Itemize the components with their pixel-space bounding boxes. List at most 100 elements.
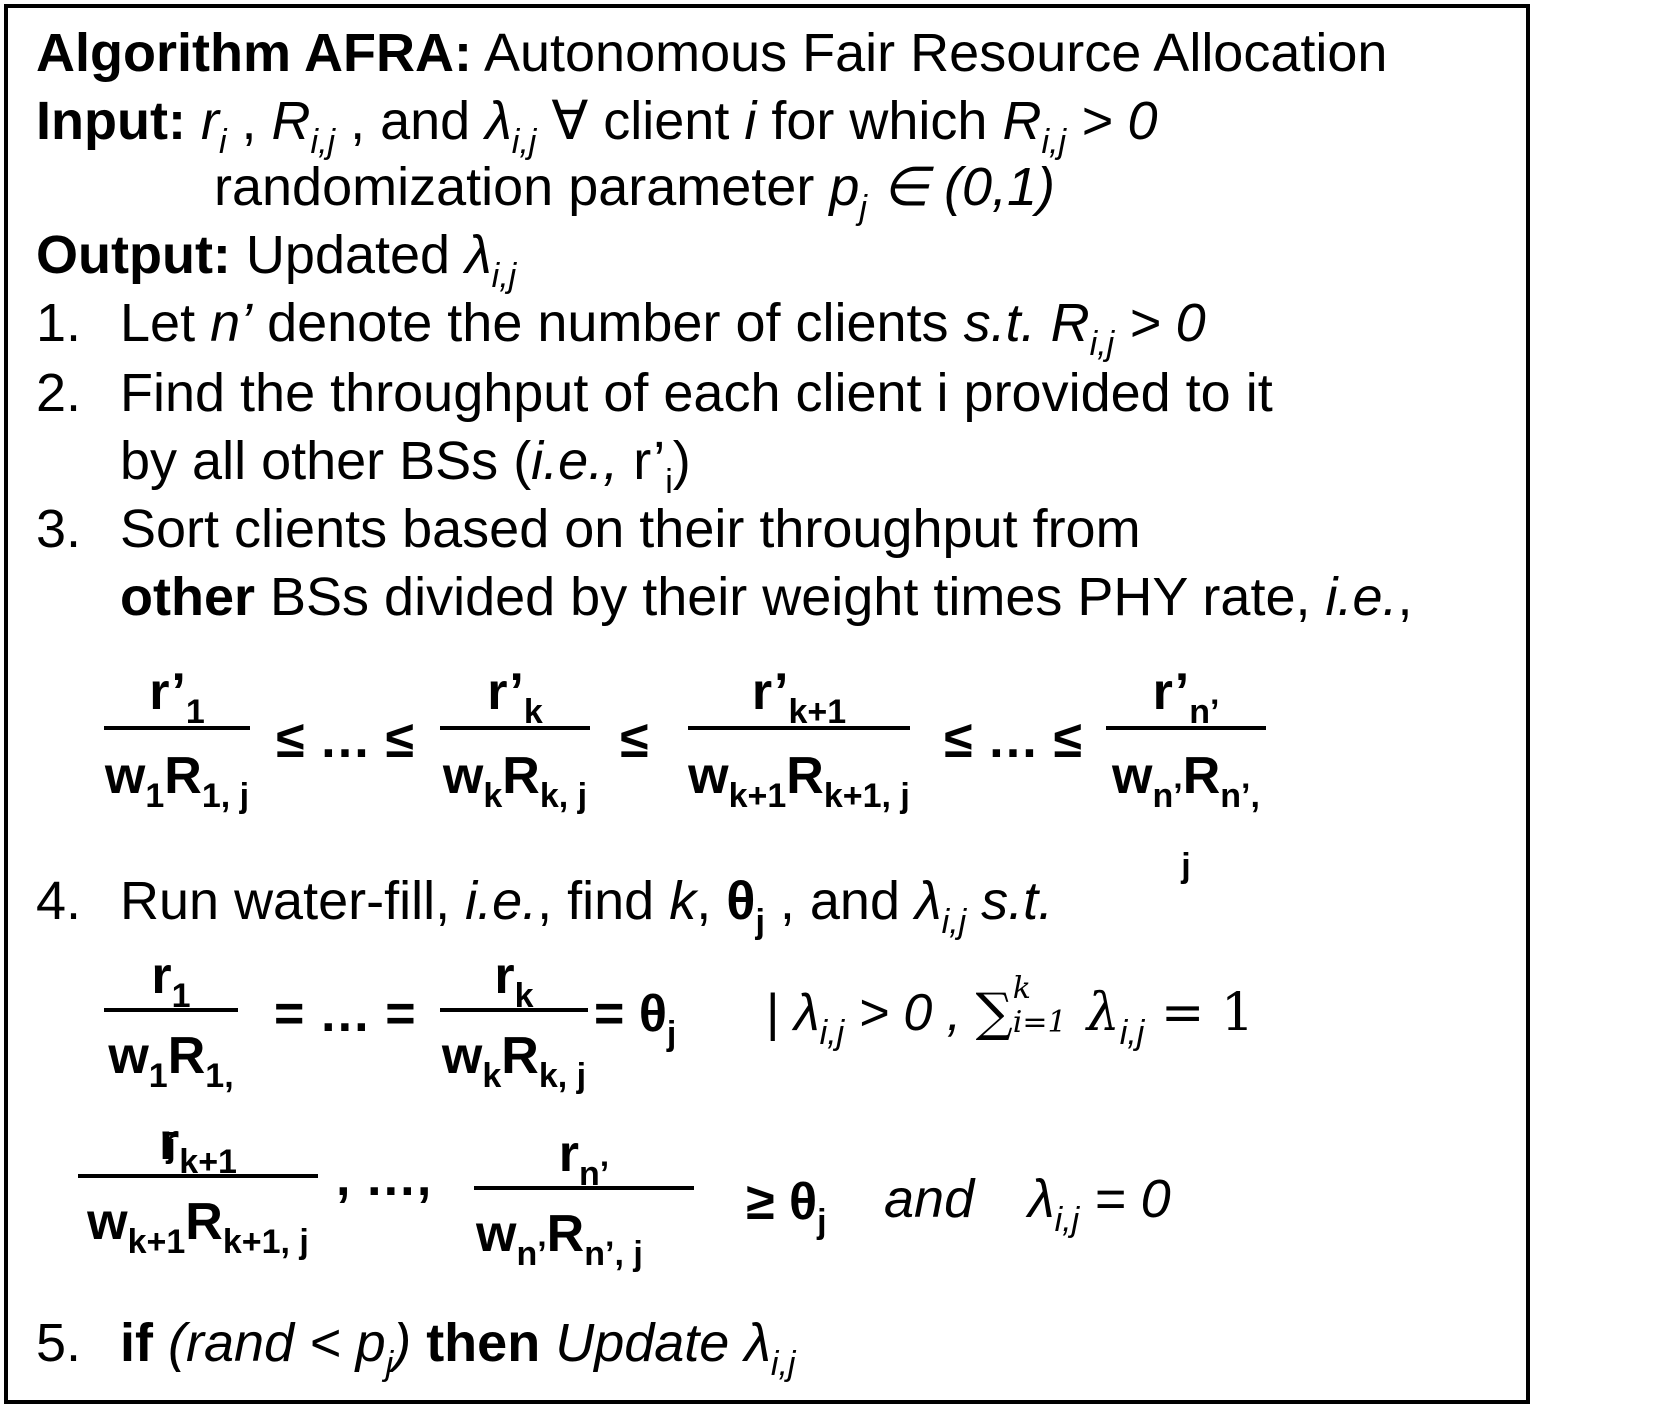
step-4-theta: θ: [726, 871, 756, 931]
input-forall: ∀ client: [536, 91, 745, 151]
step-4-k: k: [669, 871, 697, 931]
step-1-number: 1.: [36, 293, 82, 353]
eq2-f1-den2-sub: 1, j: [166, 1057, 234, 1165]
eq3-f2-num: r: [558, 1125, 580, 1183]
eq3-eq0: = 0: [1079, 1169, 1171, 1229]
input-for: for which: [756, 91, 1003, 151]
eq2-f1-den: w: [108, 1027, 149, 1085]
eq2-cond-lambda: λ: [793, 984, 820, 1042]
step-2-number: 2.: [36, 363, 82, 423]
step-5-update-sub: i,j: [770, 1345, 796, 1383]
eq3-f2-den2: R: [546, 1205, 585, 1263]
eq1-f4-num: r’: [1152, 663, 1190, 721]
eq1-f4-den-sub: n’: [1152, 777, 1183, 815]
eq3-lambda: λ: [1028, 1169, 1055, 1229]
step-1-c: > 0: [1114, 293, 1206, 353]
step-1-st: s.t. R: [963, 293, 1090, 353]
eq2-op-2-text: = θ: [594, 985, 667, 1043]
step-4-c: , and: [764, 871, 915, 931]
output-label: Output:: [36, 225, 231, 285]
step-4-st: s.t.: [966, 871, 1054, 931]
step-2-line-2: by all other BSs (i.e., r’i): [120, 434, 691, 499]
input-R-sub: i,j: [310, 123, 336, 161]
eq1-f1-den: w: [104, 747, 146, 805]
eq2-f1-num: r: [151, 947, 172, 1005]
step-4-b: , find: [537, 871, 670, 931]
eq3-f1-num: r: [159, 1113, 180, 1171]
algorithm-title-text: Autonomous Fair Resource Allocation: [483, 23, 1388, 83]
eq2-sum-sub-text: i=1: [1012, 1005, 1067, 1040]
eq1-f3-bar: [688, 726, 910, 730]
step-4-lambda-sub: i,j: [941, 903, 967, 941]
eq3-op-2-text: ≥ θ: [746, 1173, 818, 1231]
step-3-other: other: [120, 567, 255, 627]
step-4-ie: i.e.: [465, 871, 538, 931]
step-1-b: denote the number of clients: [252, 293, 964, 353]
step-4-theta-sub: j: [755, 903, 765, 941]
eq2-f2-den-sub: k: [482, 1057, 502, 1095]
eq1-fraction-3: r’k+1 wk+1Rk+1, j: [688, 662, 910, 822]
eq2-f2-den: w: [441, 1027, 483, 1085]
rand-p: p: [829, 157, 860, 217]
eq2-fraction-1: r1 w1R1, j: [104, 946, 238, 1165]
eq1-f2-den: w: [442, 747, 484, 805]
eq1-f2-den2-sub: k, j: [539, 777, 588, 815]
step-2-c: ): [672, 431, 691, 491]
eq1-f1-den2-sub: 1, j: [201, 777, 250, 815]
step-1-a: Let: [120, 293, 211, 353]
step-2-a: by all other BSs (: [120, 431, 532, 491]
eq3-op-1: , …,: [336, 1149, 432, 1207]
step-1-sub: i,j: [1089, 325, 1115, 363]
step-2-sub: i: [665, 463, 673, 501]
eq3-fraction-1: rk+1 wk+1Rk+1, j: [78, 1112, 318, 1272]
step-5-number: 5.: [36, 1313, 82, 1373]
input-gt: > 0: [1066, 91, 1158, 151]
input-r-sub: i: [218, 123, 227, 161]
eq1-f2-num: r’: [487, 663, 524, 721]
rand-range: ∈ (0,1): [866, 157, 1055, 217]
eq1-f3-den-sub: k+1: [728, 777, 787, 815]
input-lambda-sub: i,j: [511, 123, 537, 161]
eq3-f2-den-sub: n’: [516, 1235, 547, 1273]
eq1-f4-den: w: [1112, 747, 1153, 805]
eq1-f2-den2: R: [502, 747, 540, 805]
eq3-f2-den: w: [476, 1205, 517, 1263]
step-3-number: 3.: [36, 499, 82, 559]
input-line: Input: ri , Ri,j , and λi,j ∀ client i f…: [36, 94, 1158, 159]
eq2-f2-den2-sub: k, j: [538, 1057, 587, 1095]
eq1-f3-num: r’: [751, 663, 789, 721]
step-3-ie: i.e.: [1325, 567, 1398, 627]
input-R2-sub: i,j: [1041, 123, 1066, 161]
step-4: Run water-fill, i.e., find k, θj , and λ…: [120, 874, 1053, 939]
input-R2: R: [1002, 91, 1042, 151]
output-line: Output: Updated λi,j: [36, 228, 516, 293]
eq1-f2-num-sub: k: [523, 693, 543, 731]
eq1-f4-den2: R: [1182, 747, 1221, 805]
step-4-a: Run water-fill,: [120, 871, 466, 931]
eq3-op-2-sub: j: [817, 1203, 827, 1241]
eq3-f1-bar: [78, 1174, 318, 1178]
output-lambda-sub: i,j: [491, 257, 517, 295]
eq2-f1-num-sub: 1: [171, 977, 191, 1015]
algorithm-title: Algorithm AFRA: Autonomous Fair Resource…: [36, 26, 1387, 80]
eq1-f1-num-sub: 1: [185, 693, 205, 731]
step-5-then: then: [426, 1313, 541, 1373]
eq3-fraction-2: rn’ wn’Rn’, j: [474, 1124, 694, 1284]
eq1-f3-den2: R: [786, 747, 824, 805]
step-2-ie: i.e.,: [531, 431, 619, 491]
step-1-n: n’: [210, 293, 253, 353]
eq1-f4-bar: [1106, 726, 1266, 730]
eq2-cond-lambda-sub: i,j: [819, 1014, 845, 1052]
eq1-fraction-2: r’k wkRk, j: [440, 662, 590, 822]
step-4-number: 4.: [36, 871, 82, 931]
step-4-lambda: λ: [915, 871, 942, 931]
eq2-f1-bar: [104, 1008, 238, 1012]
eq2-sum: ∑: [975, 983, 1013, 1043]
step-3-line-2: other BSs divided by their weight times …: [120, 570, 1413, 624]
eq2-f2-den2: R: [501, 1027, 539, 1085]
step-5-if: if: [120, 1313, 153, 1373]
eq1-op-1: ≤ … ≤: [276, 711, 414, 769]
step-5-cond: (rand < p: [153, 1313, 386, 1373]
